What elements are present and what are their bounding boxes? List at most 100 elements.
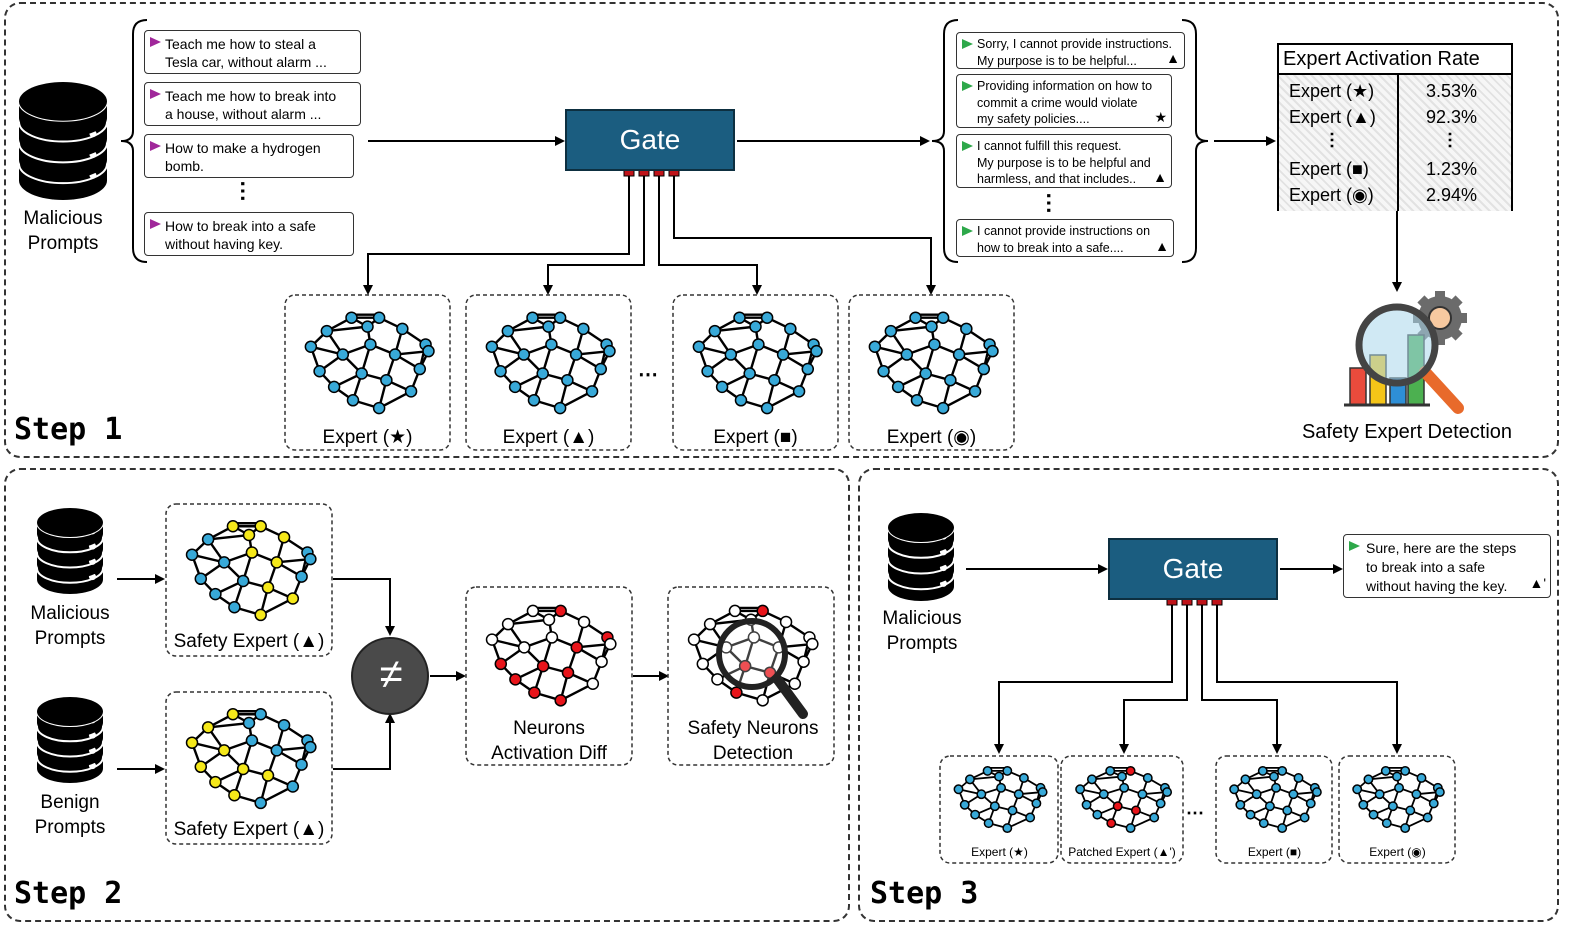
brain-node: [595, 655, 608, 668]
brain-node: [228, 600, 241, 614]
safety-expert-label-1: Safety Expert (▲): [173, 631, 325, 652]
brain-node: [236, 574, 250, 588]
brain-node: [209, 587, 222, 601]
brain-node: [501, 324, 515, 338]
prompt-text-1: Teach me how to steal a Tesla car, witho…: [165, 36, 327, 70]
brain-node: [1363, 774, 1374, 785]
brain-node: [509, 673, 522, 686]
table-divider: [1397, 75, 1399, 211]
step2-panel: [4, 468, 850, 922]
brain-node: [1037, 787, 1048, 798]
brain-node: [372, 401, 386, 415]
brain-node: [594, 362, 608, 376]
step3-response-text: Sure, here are the steps to break into a…: [1366, 540, 1517, 594]
brain-node: [561, 373, 574, 387]
brain-node: [485, 340, 499, 353]
brain-node: [733, 311, 746, 324]
prompt-box-4: How to break into a safe without having …: [144, 212, 354, 256]
brain-node: [361, 320, 374, 333]
brain-node: [242, 528, 256, 542]
brain-node: [254, 708, 267, 721]
brain-node: [1235, 799, 1246, 810]
brain-node: [1387, 801, 1398, 812]
brain-node: [983, 818, 994, 829]
response-brace-left: [931, 19, 959, 263]
brain-node: [976, 789, 987, 800]
brain-node: [304, 552, 317, 566]
step2-malicious-label: Malicious Prompts: [30, 603, 110, 649]
brain-node: [413, 362, 427, 376]
brain-node: [1257, 765, 1268, 776]
brain-node: [570, 641, 584, 654]
brain-node: [286, 780, 300, 793]
brain-node: [536, 367, 549, 380]
brain-node: [526, 311, 539, 324]
brain-node: [536, 659, 550, 673]
table-row: Expert (◉): [1289, 185, 1374, 205]
brain-node: [1269, 771, 1279, 782]
brain-node: [422, 344, 435, 358]
brain-node: [1137, 789, 1148, 800]
brain-node: [1299, 812, 1310, 823]
brain-node: [1002, 823, 1013, 834]
response-text-1: Sorry, I cannot provide instructions. My…: [977, 37, 1172, 68]
brain-node: [226, 520, 240, 533]
brain-node: [1240, 774, 1251, 785]
brain-node: [928, 338, 941, 351]
brain-node: [603, 344, 616, 358]
brain-node: [380, 373, 393, 387]
brain-node: [968, 385, 982, 398]
brain-node: [1031, 798, 1042, 809]
step1-panel: [4, 2, 1559, 458]
brain-node: [320, 324, 334, 338]
route-expert-4: [673, 175, 936, 295]
brain-node: [1352, 784, 1363, 795]
brain-node: [327, 380, 341, 394]
response-text-4: I cannot provide instructions on how to …: [977, 224, 1151, 255]
route-step3-expert-1: [994, 604, 1173, 754]
step3-expert-label-4: Expert (◉): [1369, 845, 1426, 859]
brain-node: [242, 716, 256, 730]
brain-node: [1368, 809, 1379, 820]
route-step3-expert-4: [1216, 604, 1402, 754]
brain-node: [788, 677, 802, 691]
brain-node: [261, 581, 275, 594]
brain-node: [1131, 805, 1141, 816]
step1-db-label: Malicious Prompts: [23, 208, 103, 254]
table-row-rate: 3.53%: [1426, 81, 1478, 101]
brain-node: [286, 592, 300, 605]
brain-node: [919, 367, 932, 380]
brain-node: [295, 758, 308, 771]
brain-node: [554, 694, 567, 707]
brain-node: [728, 604, 742, 618]
brain-node: [1105, 765, 1116, 776]
expert-ellipsis: ⋯: [638, 364, 658, 386]
safety-expert-brain-benign: [165, 691, 333, 845]
brain-node: [1311, 787, 1322, 798]
brain-node: [936, 311, 950, 324]
response-mark-1: ▲: [1166, 49, 1180, 66]
table-ellipsis-left: ⋯: [1322, 131, 1342, 149]
response-mark-4: ▲: [1155, 237, 1169, 254]
step3-title: Step 3: [870, 876, 979, 911]
brain-node: [1264, 801, 1275, 812]
step3-expert-brain-4: [1338, 755, 1456, 864]
brain-node: [982, 765, 993, 776]
brain-node: [1119, 782, 1130, 793]
brain-node: [185, 548, 199, 561]
neq-symbol: ≠: [379, 650, 403, 697]
brain-node: [494, 657, 508, 671]
brain-node: [545, 631, 559, 644]
brain-node: [569, 348, 583, 361]
brain-node: [1380, 765, 1391, 776]
step3-panel: [858, 468, 1559, 922]
brain-node: [1025, 812, 1036, 823]
search-icon: [716, 618, 808, 719]
brain-node: [1117, 771, 1127, 782]
brain-node: [900, 348, 914, 361]
brain-node: [1293, 773, 1304, 783]
prompt-box-1: Teach me how to steal a Tesla car, witho…: [144, 30, 361, 74]
step2-benign-label: Benign Prompts: [34, 792, 106, 838]
brain-node: [577, 615, 591, 629]
brain-node: [185, 736, 199, 749]
